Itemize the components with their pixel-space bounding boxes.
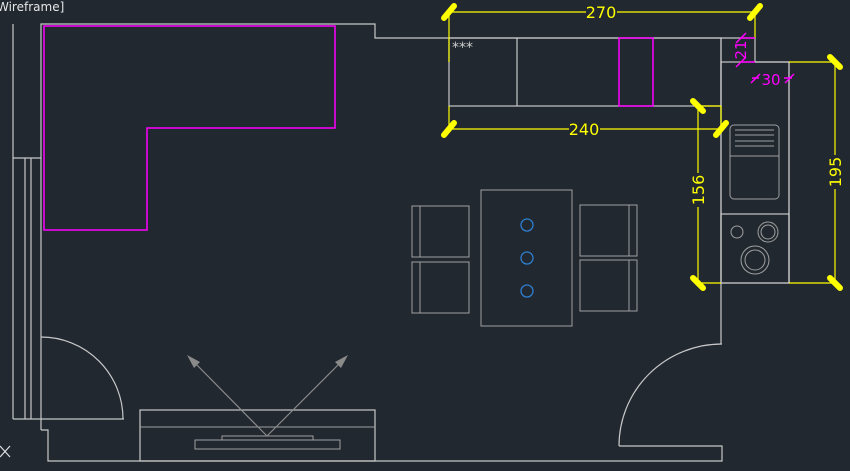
side-counter[interactable]: [720, 61, 790, 284]
dining-set[interactable]: [411, 189, 638, 327]
tv[interactable]: [194, 439, 341, 450]
view-arrow: [266, 359, 344, 437]
dimension-195[interactable]: 195: [789, 54, 845, 291]
dimension-270[interactable]: 270: [441, 3, 763, 62]
dimension-30[interactable]: 30: [750, 71, 795, 89]
dimension-240[interactable]: 240: [441, 106, 729, 139]
door-left-swing[interactable]: [40, 336, 124, 420]
arrow-head-icon: [335, 355, 348, 368]
pendant-light-icon: [520, 284, 534, 298]
dimension-text: 30: [761, 71, 780, 89]
chair[interactable]: [411, 205, 470, 258]
walls: [12, 23, 790, 462]
pendant-light-icon: [520, 218, 534, 232]
dining-table[interactable]: [480, 189, 573, 327]
dimension-text: 195: [826, 157, 845, 188]
chair[interactable]: [411, 261, 470, 314]
tv-unit[interactable]: [139, 355, 376, 462]
dimension-21[interactable]: 21: [732, 32, 755, 68]
view-arrow: [191, 359, 268, 437]
selected-l-shape-zone[interactable]: [43, 25, 336, 231]
dimension-156[interactable]: 156: [689, 98, 721, 291]
dimension-text: 156: [689, 175, 708, 206]
upper-counter[interactable]: ***: [448, 37, 722, 107]
door-right-swing[interactable]: [618, 343, 723, 447]
pendant-light-icon: [520, 251, 534, 265]
sink[interactable]: [729, 124, 780, 200]
ucs-cross-icon: [0, 445, 11, 458]
burner-icon: [740, 245, 770, 275]
chair[interactable]: [579, 259, 638, 312]
counter-marker: ***: [452, 40, 473, 56]
stove[interactable]: [720, 213, 790, 284]
viewport-visual-style-label[interactable]: Wireframe]: [0, 0, 65, 14]
fridge-highlight[interactable]: [618, 37, 654, 107]
arrow-head-icon: [187, 355, 200, 368]
dimension-text: 240: [569, 120, 600, 139]
burner-icon: [757, 221, 779, 243]
dimension-text: 21: [732, 40, 750, 59]
wall-bottom: [41, 429, 723, 462]
chair[interactable]: [579, 204, 638, 257]
dimension-text: 270: [586, 3, 617, 22]
burner-icon: [730, 225, 744, 239]
